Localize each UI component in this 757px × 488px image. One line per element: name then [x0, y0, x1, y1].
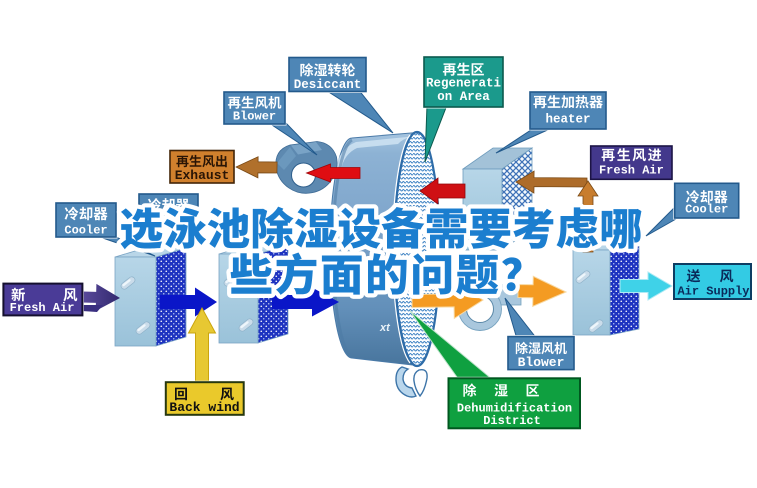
svg-text:Cooler: Cooler [685, 203, 728, 217]
svg-text:Regenerati: Regenerati [426, 77, 501, 91]
svg-text:Cooler: Cooler [64, 224, 107, 238]
svg-text:Desiccant: Desiccant [294, 78, 362, 92]
svg-text:Fresh Air: Fresh Air [10, 301, 75, 315]
svg-text:Blower: Blower [233, 110, 276, 124]
svg-text:xt: xt [379, 322, 391, 334]
svg-text:District: District [483, 414, 541, 428]
svg-text:Dehumidification: Dehumidification [457, 402, 572, 416]
svg-text:Exhaust: Exhaust [175, 168, 230, 183]
svg-text:Back wind: Back wind [169, 400, 239, 415]
svg-text:Air Supply: Air Supply [677, 285, 749, 299]
svg-text:heater: heater [545, 113, 590, 127]
svg-text:Blower: Blower [518, 355, 565, 370]
svg-text:Fresh Air: Fresh Air [599, 164, 664, 178]
svg-text:on Area: on Area [437, 90, 490, 104]
